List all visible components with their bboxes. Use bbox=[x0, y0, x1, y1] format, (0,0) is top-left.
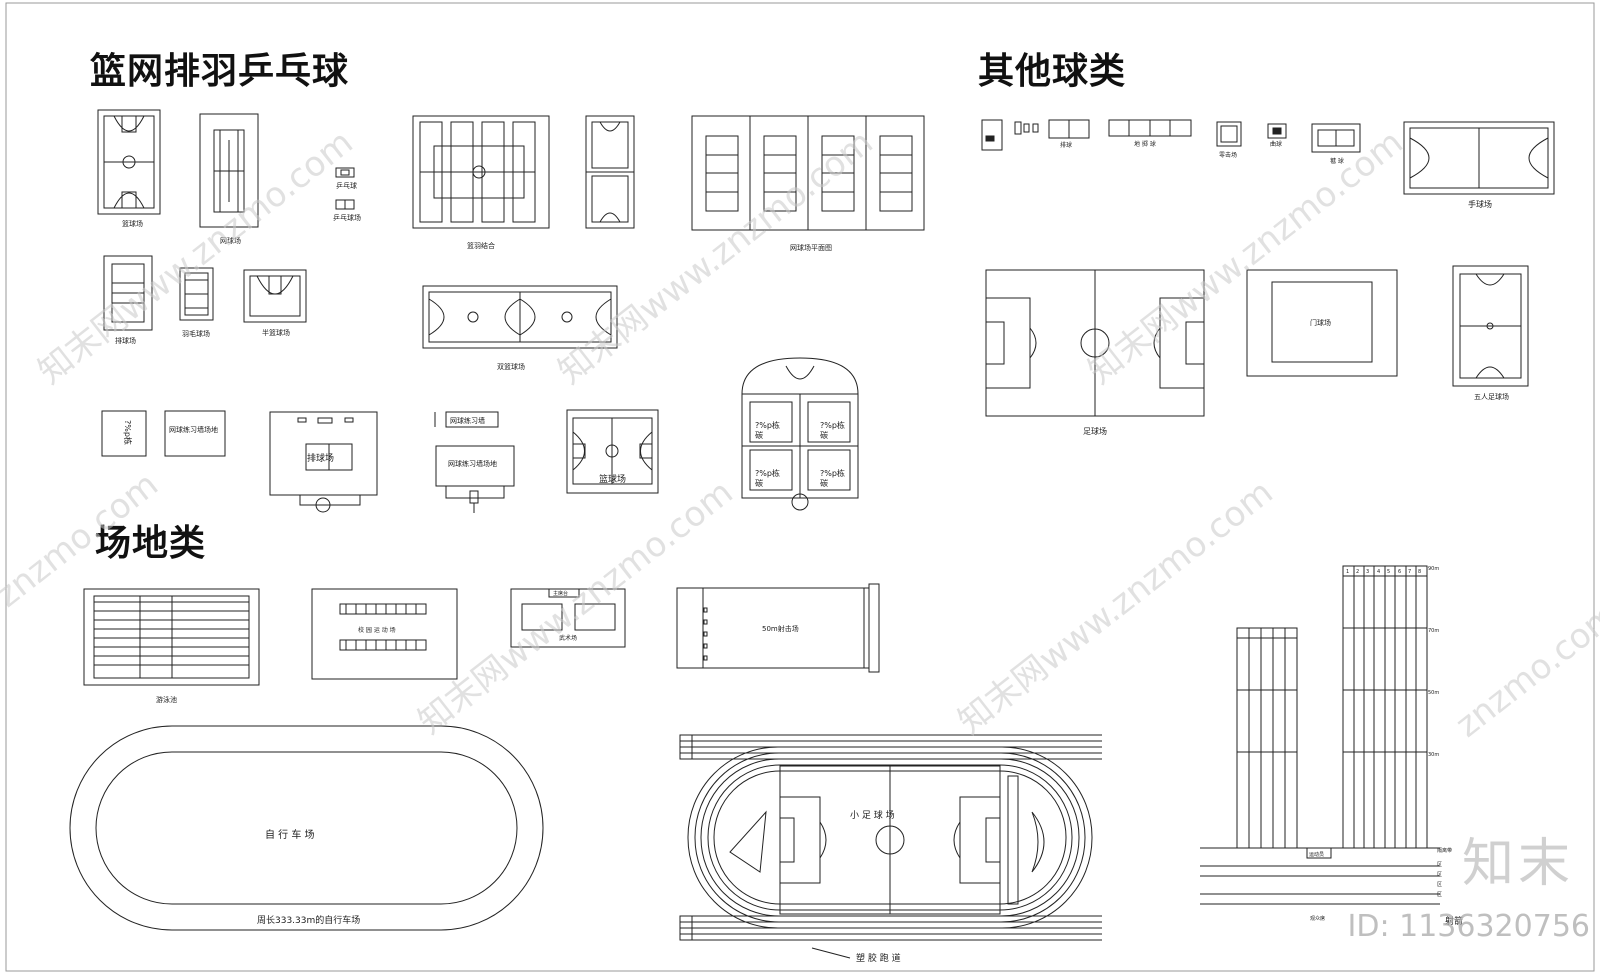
pingpong-court-label: 乒乓球场 bbox=[333, 213, 361, 222]
badminton-label: 羽毛球场 bbox=[182, 329, 210, 338]
volleyball-label: 排球场 bbox=[115, 336, 136, 345]
plastic-track-label: 塑 胶 跑 道 bbox=[856, 952, 901, 964]
svg-text:2: 2 bbox=[1356, 569, 1359, 575]
archery-zone-label: 观众席 bbox=[1310, 915, 1325, 922]
svg-text:?%p栋: ?%p栋 bbox=[820, 468, 845, 478]
practice-wall-label: 网球练习墙 bbox=[450, 416, 485, 425]
wushu-venue: 主席台 武术场 bbox=[510, 588, 626, 648]
section-heading-ball-sports: 篮网排羽乒乓球 bbox=[90, 51, 350, 92]
basket-court-text: 篮球场 bbox=[599, 473, 626, 485]
svg-text:30m: 30m bbox=[1428, 752, 1439, 758]
handball-label: 手球场 bbox=[1468, 199, 1492, 209]
svg-text:6: 6 bbox=[1398, 569, 1401, 575]
curling-label: 曲球 bbox=[1270, 140, 1282, 148]
small-combined-court bbox=[585, 115, 635, 229]
wushu-label: 武术场 bbox=[559, 634, 577, 642]
svg-text:4: 4 bbox=[1377, 569, 1380, 575]
ground-ball-label: 地 掷 球 bbox=[1134, 140, 1156, 148]
cycling-track: 自 行 车 场 周长333.33m的自行车场 bbox=[69, 725, 544, 931]
svg-text:3: 3 bbox=[1366, 569, 1369, 575]
tennis-plan: 网球场平面图 bbox=[691, 115, 925, 252]
svg-text:50m: 50m bbox=[1428, 690, 1439, 696]
cycling-label: 自 行 车 场 bbox=[265, 828, 315, 841]
football-label: 足球场 bbox=[1083, 426, 1107, 436]
other-small-courts: 排球 地 掷 球 零击场 曲球 毽 球 bbox=[981, 119, 1361, 165]
shooting-range: 50m射击场 bbox=[676, 583, 880, 673]
section-heading-other-ball: 其他球类 bbox=[978, 51, 1127, 92]
volleyball-detail: 排球场 bbox=[269, 411, 378, 513]
tennis-court: 网球场 bbox=[199, 113, 259, 245]
wushu-top-label: 主席台 bbox=[553, 590, 568, 597]
zero-ball-label: 零击场 bbox=[1219, 151, 1237, 159]
svg-text:8: 8 bbox=[1418, 569, 1421, 575]
swimming-pool: 游泳池 bbox=[83, 588, 260, 704]
football-field: 足球场 bbox=[985, 269, 1205, 436]
basketball-detail: 篮球场 bbox=[566, 409, 659, 494]
volleyball2-label: 排球 bbox=[1060, 141, 1072, 149]
multi-court-stadium: ?%p栋 碳 ?%p栋 碳 ?%p栋 碳 ?%p栋 碳 bbox=[741, 357, 859, 511]
brand-watermark: 知末 bbox=[1461, 834, 1574, 894]
tennis-practice-wall-court: ?%p栋 网球练习墙场地 bbox=[101, 410, 226, 457]
basket-badminton-combined: 篮羽结合 bbox=[412, 115, 550, 250]
svg-text:碳: 碳 bbox=[820, 430, 828, 440]
shooting-label: 50m射击场 bbox=[762, 624, 799, 633]
svg-text:碳: 碳 bbox=[755, 430, 763, 440]
garbled-text-1: ?%p栋 bbox=[123, 420, 133, 445]
svg-text:90m: 90m bbox=[1428, 566, 1439, 572]
volley-court-text: 排球场 bbox=[307, 452, 334, 464]
campus-venue-label: 校 园 运 动 场 bbox=[358, 626, 396, 634]
tennis-label: 网球场 bbox=[220, 236, 241, 245]
svg-text:?%p栋: ?%p栋 bbox=[755, 468, 780, 478]
svg-text:70m: 70m bbox=[1428, 628, 1439, 634]
pingpong: 乒乓球 乒乓球场 bbox=[333, 167, 361, 222]
gate-ball-court: 门球场 bbox=[1246, 269, 1398, 377]
volleyball-court: 排球场 bbox=[103, 255, 153, 345]
cycling-caption: 周长333.33m的自行车场 bbox=[257, 914, 360, 926]
gate-ball-label: 门球场 bbox=[1310, 318, 1331, 327]
tennis-practice-wall: 网球练习墙 网球练习墙场地 bbox=[434, 411, 515, 513]
svg-text:区: 区 bbox=[1437, 872, 1442, 878]
handball-court: 手球场 bbox=[1403, 121, 1555, 209]
archery-range: 90m 70m 50m 30m 1 2 3 4 5 6 7 8 运动员 隔离带 … bbox=[1200, 565, 1463, 927]
badminton-court: 羽毛球场 bbox=[179, 267, 214, 338]
id-watermark: ID: 1136320756 bbox=[1347, 909, 1590, 944]
five-football-label: 五人足球场 bbox=[1474, 392, 1509, 401]
svg-text:碳: 碳 bbox=[820, 478, 828, 488]
basket-feather-label: 篮羽结合 bbox=[467, 241, 495, 250]
five-football-court: 五人足球场 bbox=[1452, 265, 1529, 401]
double-basket-label: 双篮球场 bbox=[497, 362, 525, 371]
svg-text:区: 区 bbox=[1437, 892, 1442, 898]
archery-side-label: 隔离带 bbox=[1437, 847, 1452, 854]
basketball-court: 篮球场 bbox=[97, 109, 161, 228]
double-basket-court: 双篮球场 bbox=[422, 285, 618, 371]
sheet-border bbox=[5, 2, 1595, 972]
athletic-track: 小 足 球 场 塑 胶 跑 道 bbox=[679, 734, 1102, 964]
jian-ball-label: 毽 球 bbox=[1330, 157, 1344, 165]
half-basket-court: 半篮球场 bbox=[243, 269, 307, 337]
basketball-label: 篮球场 bbox=[122, 219, 143, 228]
practice-wall-court-label: 网球练习墙场地 bbox=[169, 425, 218, 434]
archery-box-label: 运动员 bbox=[1309, 851, 1324, 858]
svg-text:碳: 碳 bbox=[755, 478, 763, 488]
section-heading-venues: 场地类 bbox=[95, 523, 207, 564]
campus-venue: 校 园 运 动 场 bbox=[311, 588, 458, 680]
svg-text:区: 区 bbox=[1437, 862, 1442, 868]
garbled-text-2: ?%p栋 bbox=[755, 420, 780, 430]
archery-label: 射箭 bbox=[1445, 915, 1463, 927]
tennis-plan-label: 网球场平面图 bbox=[790, 243, 832, 252]
svg-text:区: 区 bbox=[1437, 882, 1442, 888]
pingpong-label: 乒乓球 bbox=[336, 181, 357, 190]
half-basket-label: 半篮球场 bbox=[262, 328, 290, 337]
svg-text:7: 7 bbox=[1408, 569, 1411, 575]
swimming-label: 游泳池 bbox=[156, 695, 177, 704]
svg-text:1: 1 bbox=[1346, 569, 1349, 575]
practice-wall-court2-label: 网球练习墙场地 bbox=[448, 459, 497, 468]
small-football-label: 小 足 球 场 bbox=[850, 809, 895, 821]
svg-text:?%p栋: ?%p栋 bbox=[820, 420, 845, 430]
svg-text:5: 5 bbox=[1387, 569, 1390, 575]
